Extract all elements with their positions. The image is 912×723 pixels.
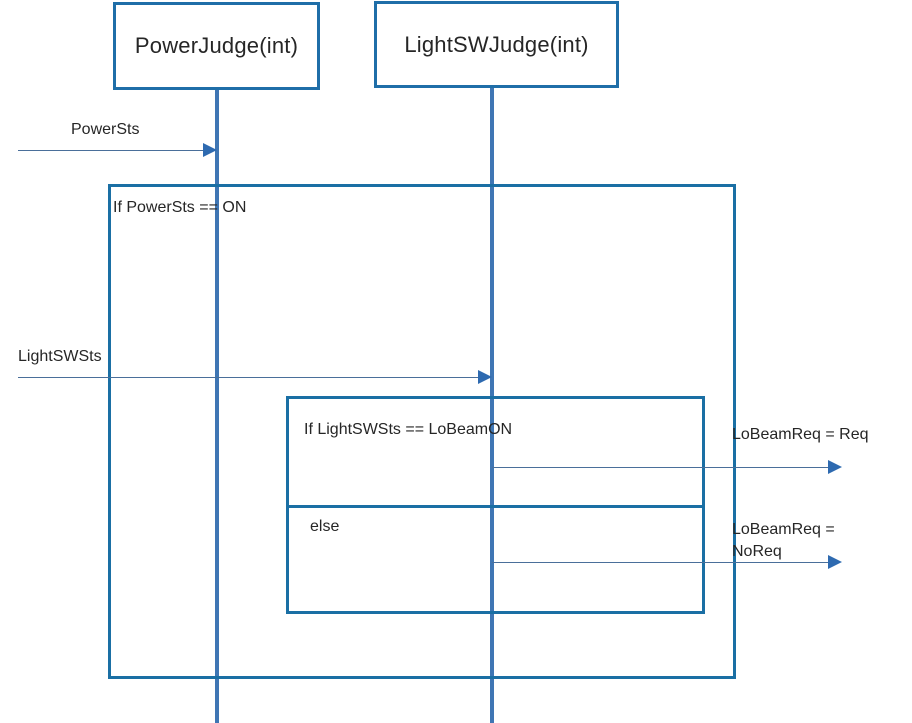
fragment-if-lightswsts-divider	[286, 505, 705, 508]
arrow-head-icon	[828, 460, 842, 474]
arrow-head-icon	[828, 555, 842, 569]
message-lobeamreq-req-label: LoBeamReq = Req	[732, 426, 869, 443]
lifeline-powerjudge	[215, 88, 219, 723]
arrow-head-icon	[203, 143, 217, 157]
fragment-if-lightswsts-label: If LightSWSts == LoBeamON	[304, 421, 513, 438]
message-lobeamreq-noreq-label-line1: LoBeamReq =	[732, 521, 835, 538]
fragment-if-powersts-label: If PowerSts == ON	[113, 199, 247, 216]
participant-lightswjudge[interactable]: LightSWJudge(int)	[374, 1, 619, 88]
participant-powerjudge[interactable]: PowerJudge(int)	[113, 2, 320, 90]
arrow-head-icon	[478, 370, 492, 384]
message-powersts-label: PowerSts	[71, 121, 140, 138]
participant-lightswjudge-label: LightSWJudge(int)	[404, 31, 589, 57]
lifeline-lightswjudge	[490, 87, 494, 723]
message-lobeamreq-req-line[interactable]	[492, 467, 831, 468]
message-lobeamreq-noreq-label-line2: NoReq	[732, 543, 782, 560]
message-lightswsts-line[interactable]	[18, 377, 484, 378]
message-lightswsts-label: LightSWSts	[18, 348, 102, 365]
message-lobeamreq-noreq-label: LoBeamReq = NoReq	[732, 519, 835, 563]
message-lobeamreq-noreq-line[interactable]	[492, 562, 831, 563]
message-powersts-line[interactable]	[18, 150, 209, 151]
participant-powerjudge-label: PowerJudge(int)	[134, 33, 299, 58]
fragment-else-label: else	[310, 518, 340, 535]
fragment-if-powersts[interactable]	[108, 184, 736, 679]
